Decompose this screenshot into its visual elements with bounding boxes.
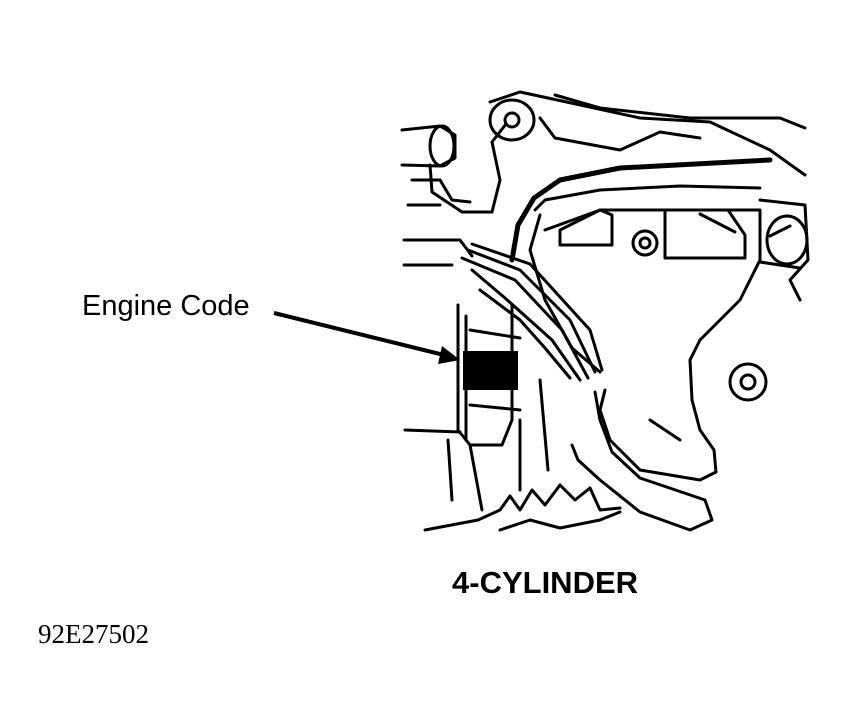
lower-bolt-icon [728, 362, 768, 402]
engine-code-label: Engine Code [82, 290, 250, 322]
upper-bolt-icon [488, 98, 536, 142]
engine-code-plate [463, 351, 518, 390]
mid-bolt-icon [631, 229, 659, 257]
figure-number: 92E27502 [38, 619, 149, 649]
diagram-caption: 4-CYLINDER [452, 565, 639, 600]
pipe-icon [400, 124, 457, 168]
right-bolt-icon [765, 214, 809, 266]
leader-arrow-icon [273, 311, 460, 364]
